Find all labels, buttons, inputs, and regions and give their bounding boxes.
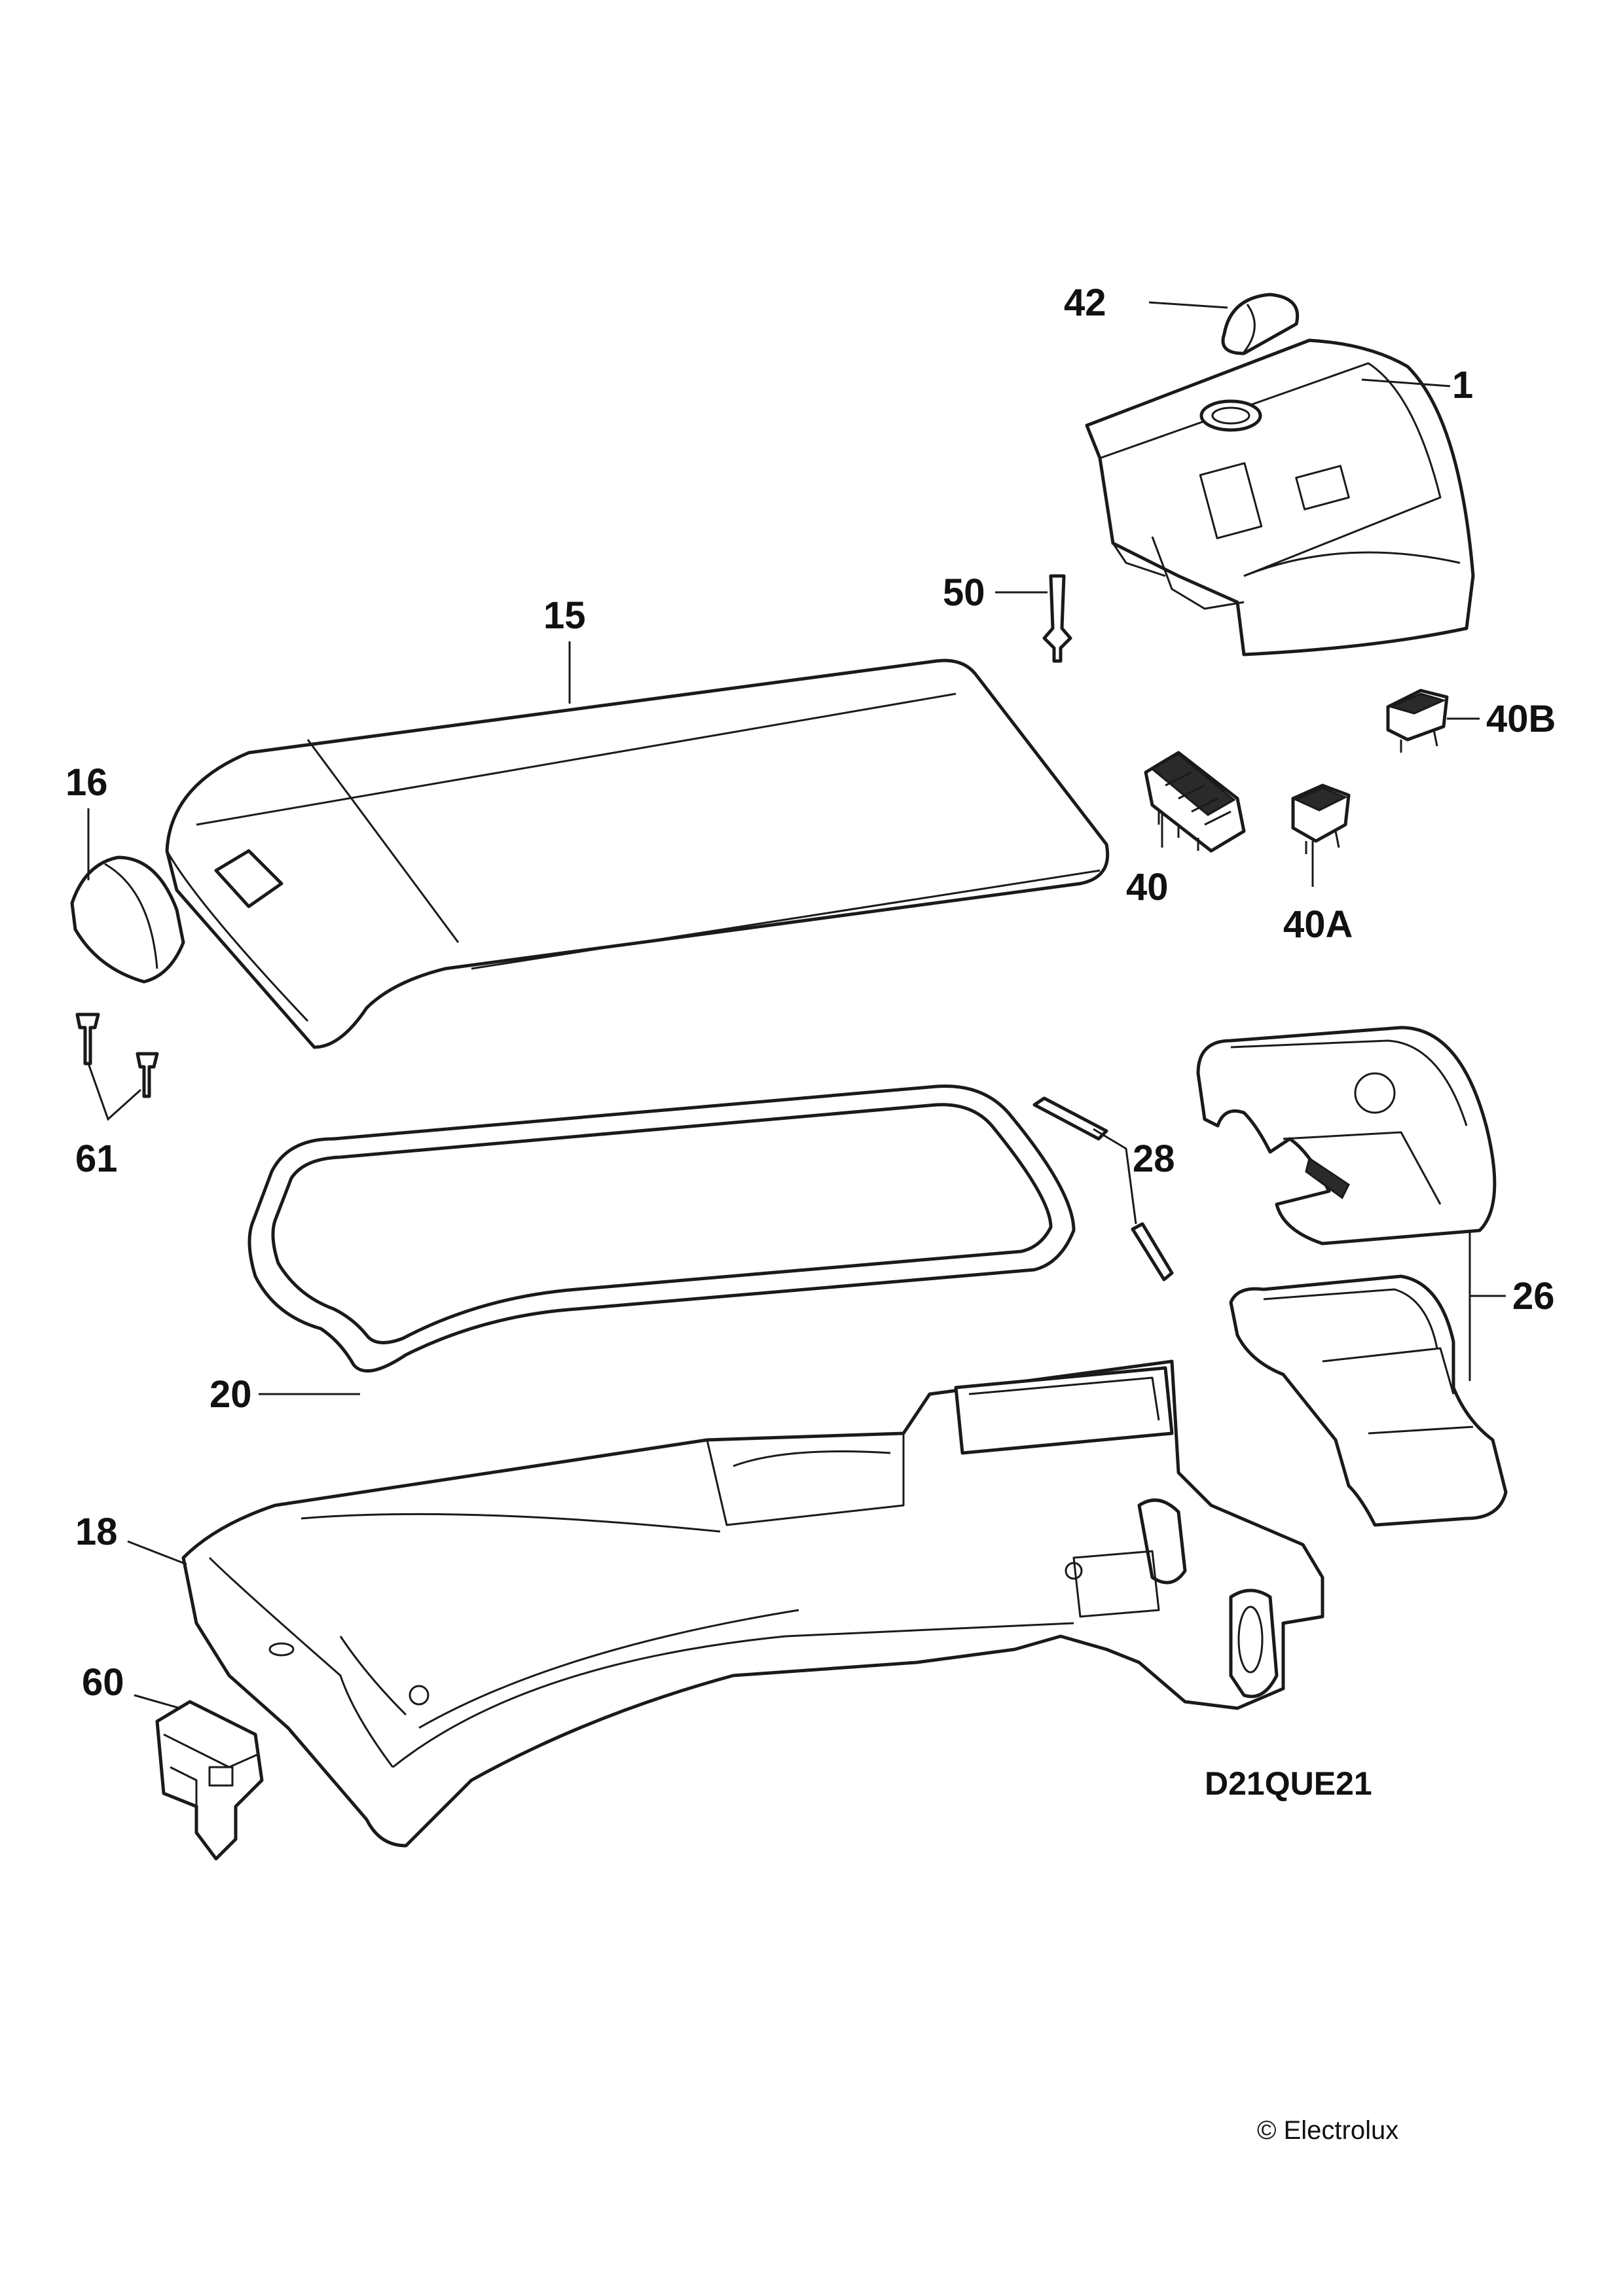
callout-26: 26 [1512, 1275, 1555, 1318]
leader-42 [1148, 301, 1228, 309]
leader-60 [134, 1694, 181, 1710]
part-15-lid [165, 658, 1110, 1049]
part-1-control-panel [1085, 338, 1475, 656]
leader-28 [1093, 1128, 1137, 1225]
callout-16: 16 [65, 761, 108, 804]
part-16-handle-cover [70, 855, 185, 984]
leader-26 [1468, 1230, 1506, 1381]
part-61-screws [75, 1013, 159, 1098]
part-40b-button [1386, 689, 1449, 753]
part-40a-button [1291, 783, 1351, 854]
leader-1 [1361, 378, 1451, 387]
callout-18: 18 [75, 1511, 118, 1553]
part-26-handle [1196, 1026, 1508, 1527]
callout-28: 28 [1133, 1138, 1175, 1180]
callout-42: 42 [1064, 281, 1106, 324]
part-50-pin [1042, 574, 1072, 663]
callout-40b: 40B [1486, 698, 1556, 740]
part-28-pins [1032, 1096, 1174, 1282]
part-60-door-lock [155, 1700, 264, 1861]
callout-40a: 40A [1283, 903, 1353, 946]
drawing-code: D21QUE21 [1205, 1765, 1372, 1802]
part-40-button-strip [1144, 751, 1246, 853]
callout-40: 40 [1126, 866, 1169, 908]
callout-1: 1 [1452, 364, 1473, 406]
part-18-base-frame [181, 1359, 1324, 1848]
callout-15: 15 [543, 594, 586, 637]
callout-61: 61 [75, 1138, 118, 1180]
callout-60: 60 [82, 1661, 124, 1704]
callout-50: 50 [943, 571, 985, 614]
copyright-notice: © Electrolux [1257, 2116, 1398, 2145]
part-42-knob [1221, 293, 1300, 355]
callout-20: 20 [210, 1373, 252, 1416]
leader-18 [127, 1540, 187, 1566]
leader-61 [87, 1063, 142, 1121]
part-20-gasket [247, 1085, 1076, 1373]
